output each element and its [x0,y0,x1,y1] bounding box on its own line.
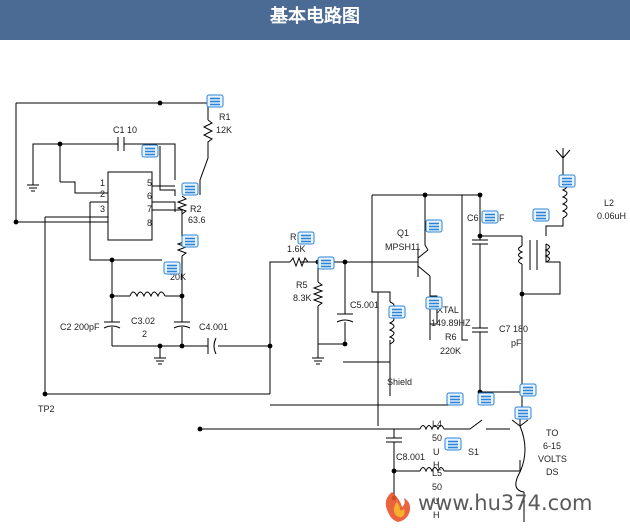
circuit-diagram: C1 10 R1 12K 1 2 3 5 6 7 8 R2 63.6 20K C… [13,94,626,522]
transistor-q1 [417,244,429,277]
label-l5-a: L5 [432,468,442,478]
label-r6: R6 [445,332,457,342]
label-c3-b: 2 [142,329,147,339]
label-r6-value: 220K [440,346,461,356]
label-c3: C3.02 [131,316,155,326]
marker-icon[interactable] [558,174,576,188]
marker-icon[interactable] [519,383,537,397]
marker-icon[interactable] [481,210,499,224]
label-l4-d: H [433,460,440,470]
label-to-b: 6-15 [543,441,561,451]
flame-logo-inner-icon [393,502,405,518]
capacitor-c5 [336,313,354,323]
label-l4-b: 50 [432,433,442,443]
transformer-t1 [518,240,550,270]
label-q1-value: MPSH11 [385,242,420,252]
label-r2-sub: 20K [170,272,186,282]
antenna-icon [555,148,571,168]
header-bar: 基本电路图 [0,0,630,40]
label-c8: C8.001 [396,452,425,462]
label-r5: R5 [296,280,308,290]
label-to-d: DS [546,467,559,477]
right-section-wires [444,168,564,522]
marker-icon[interactable] [532,208,550,222]
label-r-top: R [290,232,297,242]
marker-icon[interactable] [446,392,464,406]
label-c1: C1 10 [113,125,137,135]
label-l2-value: 0.06uH [597,211,626,221]
circuit-canvas: C1 10 R1 12K 1 2 3 5 6 7 8 R2 63.6 20K C… [0,40,630,527]
label-c4: C4.001 [199,322,228,332]
label-tp2: TP2 [38,404,55,414]
label-s1: S1 [468,447,479,457]
label-l5-c: U [433,496,440,506]
marker-icons [141,94,576,451]
label-l2: L2 [604,198,614,208]
label-xtal-value: 149.89HZ [431,318,471,328]
label-c6: C6 [467,213,479,223]
marker-icon[interactable] [181,234,199,248]
label-q1: Q1 [397,228,409,238]
watermark-text: www.hu374.com [418,491,593,515]
label-pin-7: 7 [147,204,152,214]
label-to-c: VOLTS [538,454,567,464]
label-r5-value: 8.3K [293,293,312,303]
label-r2: R2 [190,204,202,214]
label-pin-3: 3 [100,204,105,214]
label-pin-2: 2 [100,189,105,199]
label-pin-5: 5 [147,178,152,188]
marker-icon[interactable] [477,392,495,406]
inductor-l1 [129,291,166,298]
label-r1: R1 [219,112,231,122]
label-r1-value: 12K [216,125,232,135]
marker-icon[interactable] [514,406,532,420]
marker-icon[interactable] [181,182,199,196]
resistor-r2 [176,195,188,218]
label-c5: C5.001 [350,300,379,310]
label-xtal: XTAL [437,305,459,315]
label-l5-b: 50 [432,482,442,492]
label-pin-8: 8 [147,218,152,228]
resistor-r1 [202,119,214,146]
label-pin-1: 1 [100,178,105,188]
label-c2: C2 200pF [60,322,100,332]
label-l5-d: H [433,510,440,520]
label-l4-a: L4 [432,419,442,429]
capacitor-c4 [207,337,217,355]
inductor-l2 [561,182,568,219]
label-c6-f: F [499,213,505,223]
inductor-l5 [419,467,445,473]
marker-icon[interactable] [206,94,224,108]
label-c7: C7 180 [499,324,528,334]
marker-icon[interactable] [163,261,181,275]
marker-icon[interactable] [425,296,443,310]
label-to-a: TO [546,428,558,438]
marker-icon[interactable] [425,219,443,233]
watermark: www.hu374.com [385,491,593,522]
label-pin-6: 6 [147,191,152,201]
capacitor-c3 [173,321,191,336]
resistor-r5 [312,281,324,310]
capacitor-c2 [103,260,121,336]
marker-icon[interactable] [388,305,406,319]
label-r-top-value: 1.6K [287,244,306,254]
inductor-l4 [419,425,445,431]
ground-symbols [27,184,324,365]
page-title: 基本电路图 [270,6,360,27]
marker-icon[interactable] [141,144,159,158]
capacitor-c1 [117,137,134,151]
label-shield: Shield [387,377,412,387]
label-l4-c: U [433,447,440,457]
ic-chip [107,171,153,241]
label-r2-value: 63.6 [188,215,206,225]
label-c7-pf: pF [511,338,522,348]
marker-icon[interactable] [297,231,315,245]
resistor-r-top [289,256,309,268]
marker-icon[interactable] [444,437,462,451]
marker-icon[interactable] [317,256,335,270]
